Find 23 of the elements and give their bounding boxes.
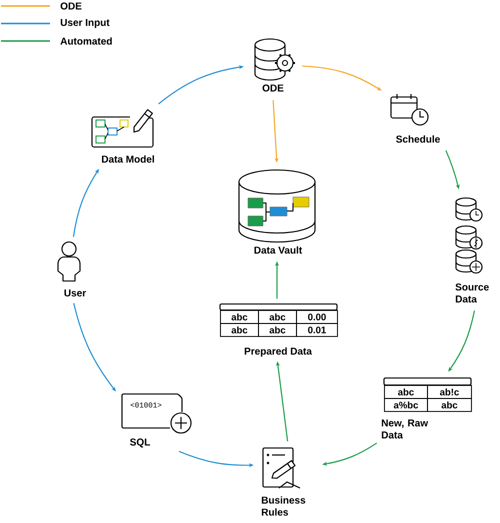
legend-text: Automated <box>60 37 112 45</box>
table-cell: abc <box>258 323 297 337</box>
icon-label: Schedule <box>396 135 440 143</box>
icon-label: Prepared Data <box>244 347 312 357</box>
icon-label: New, Raw Data <box>382 420 428 438</box>
table-cell: 0.01 <box>296 323 338 337</box>
icon-label: Data Model <box>102 155 154 163</box>
table-cell: abc <box>220 323 259 337</box>
icon-label: SQL <box>130 438 150 448</box>
icon-label: Business Rules <box>262 496 306 516</box>
table-cell: abc <box>384 385 428 399</box>
icon-label: Data Vault <box>254 246 302 254</box>
table-cell: 0.00 <box>296 310 338 324</box>
legend-text: User Input <box>60 19 110 28</box>
legend-text: ODE <box>60 2 82 10</box>
table-cell: ab!c <box>427 385 472 399</box>
table-cell: abc <box>220 310 259 324</box>
table-cell: abc <box>258 310 297 324</box>
table-cell: abc <box>427 398 472 412</box>
icon-label: User <box>64 290 86 296</box>
icon-label: ODE <box>262 84 284 92</box>
table-cell: a%bc <box>384 398 428 412</box>
icon-label: Source Data <box>455 283 489 303</box>
